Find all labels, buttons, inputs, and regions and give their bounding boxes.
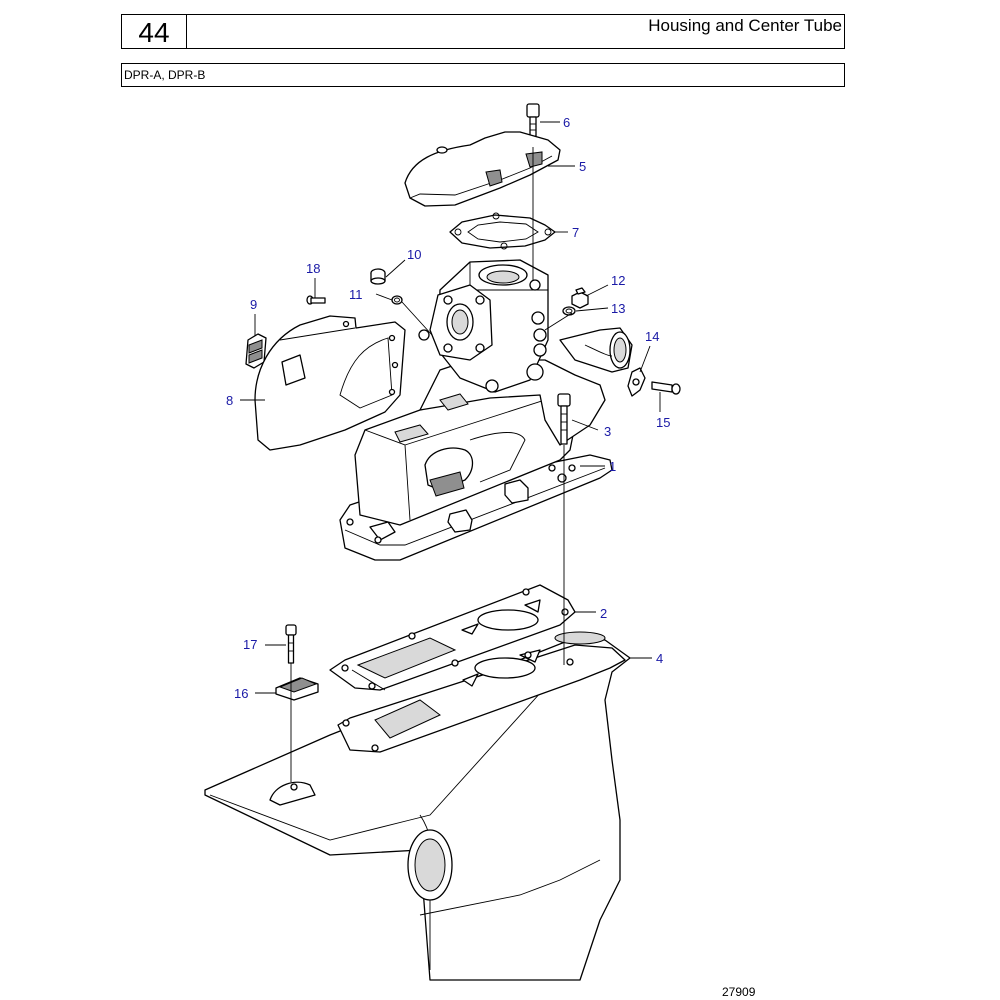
drawing-number: 27909 [722,985,756,999]
part-14-clamp [627,367,646,397]
part-9-plate [245,333,267,369]
part-13-o-ring [562,306,576,316]
callout-7: 7 [572,225,579,240]
callout-1: 1 [609,459,616,474]
part-8-cover [254,315,406,451]
part-1-housing [339,259,633,561]
page-number: 44 [122,15,187,48]
callout-3: 3 [604,424,611,439]
callout-18: 18 [306,261,320,276]
callout-9: 9 [250,297,257,312]
header: 44 Housing and Center Tube [121,14,845,49]
part-10-plug [370,268,386,285]
part-11-o-ring [391,295,403,305]
page-title: Housing and Center Tube [648,16,842,35]
part-3-screw [557,393,571,445]
part-4-lower-unit [204,631,631,981]
part-15-screw [651,381,681,395]
leader-lines [240,121,661,782]
part-16-pad [275,677,319,701]
part-12-plug [571,287,589,309]
callout-11: 11 [349,287,363,302]
part-5-cover [404,131,561,207]
callout-15: 15 [656,415,670,430]
callout-10: 10 [407,247,421,262]
callout-4: 4 [656,651,663,666]
callout-14: 14 [645,329,659,344]
part-7-gasket [449,212,556,250]
callout-8: 8 [226,393,233,408]
part-18-screw [306,295,326,305]
callout-2: 2 [600,606,607,621]
callout-13: 13 [611,301,625,316]
callout-5: 5 [579,159,586,174]
callout-6: 6 [563,115,570,130]
callout-12: 12 [611,273,625,288]
callout-16: 16 [234,686,248,701]
callout-17: 17 [243,637,257,652]
part-17-screw [285,624,297,664]
model-list: DPR-A, DPR-B [124,68,206,82]
models-bar: DPR-A, DPR-B [121,63,845,87]
callout-labels: 6 5 7 10 11 18 9 8 12 13 14 15 3 1 2 4 1… [226,115,670,701]
